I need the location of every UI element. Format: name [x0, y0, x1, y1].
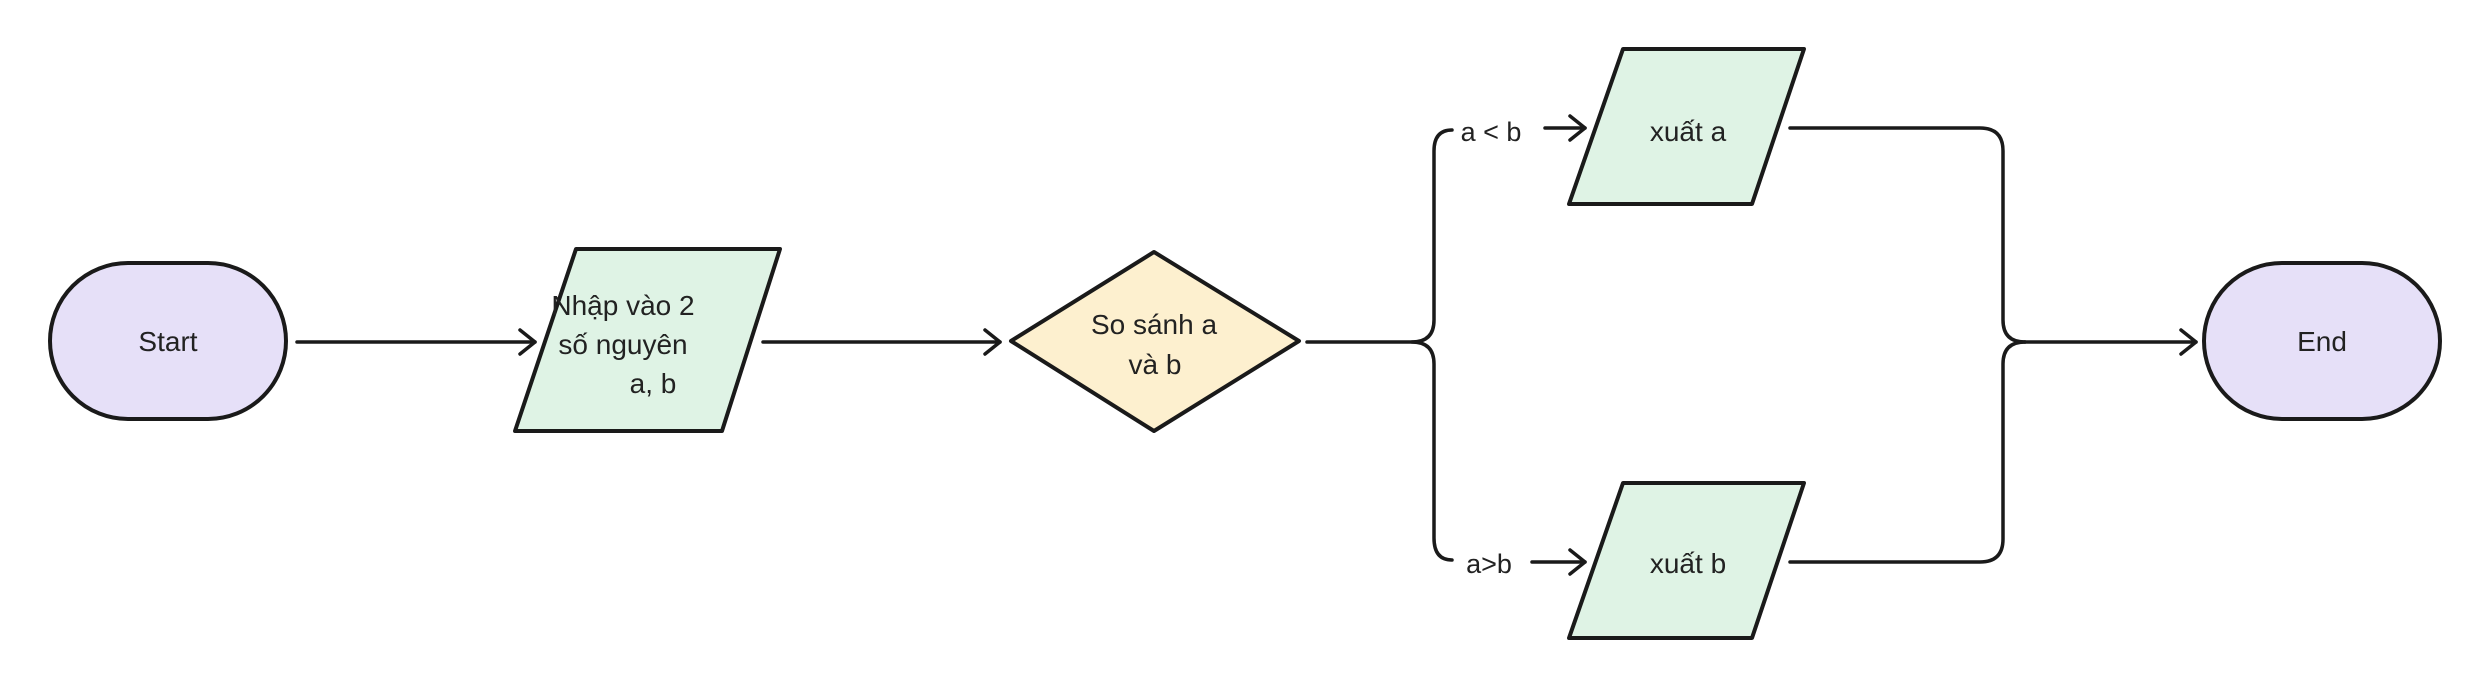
arrowhead-end: [2179, 328, 2198, 356]
input-parallelogram-shape: [513, 247, 782, 433]
node-output-b: xuất b: [1567, 481, 1806, 640]
output-a-label: xuất a: [1650, 116, 1727, 147]
edge-label-a-less-b: a < b: [1461, 117, 1522, 147]
node-decision: So sánh a và b: [1009, 250, 1301, 433]
edges: [295, 114, 2198, 576]
output-a-parallelogram-shape: [1567, 47, 1806, 206]
input-label-line-1: Nhập vào 2: [551, 290, 694, 321]
arrowhead-input: [518, 328, 537, 356]
arrowhead-decision: [983, 328, 1002, 356]
input-label-line-2: số nguyên: [558, 329, 687, 360]
start-terminator-shape: [48, 261, 288, 421]
edge-output-a-to-merge: [1788, 126, 2027, 344]
edge-label-a-greater-b: a>b: [1466, 549, 1512, 579]
end-label: End: [2297, 326, 2347, 357]
edge-split-lower-branch: [1410, 340, 1454, 562]
node-start: Start: [48, 261, 288, 421]
decision-diamond-shape: [1009, 250, 1301, 433]
node-end: End: [2202, 261, 2442, 421]
arrowhead-output-a: [1568, 114, 1587, 142]
arrowhead-output-b: [1568, 548, 1587, 576]
node-input: Nhập vào 2 số nguyên a, b: [513, 247, 782, 433]
edge-decision-to-split: [1305, 128, 1454, 344]
decision-label-line-1: So sánh a: [1091, 309, 1218, 340]
end-terminator-shape: [2202, 261, 2442, 421]
output-b-parallelogram-shape: [1567, 481, 1806, 640]
input-label-line-3: a, b: [630, 368, 677, 399]
start-label: Start: [138, 326, 197, 357]
output-b-label: xuất b: [1650, 548, 1726, 579]
decision-label-line-2: và b: [1129, 349, 1182, 380]
edge-output-b-to-merge: [1788, 340, 2027, 564]
node-output-a: xuất a: [1567, 47, 1806, 206]
